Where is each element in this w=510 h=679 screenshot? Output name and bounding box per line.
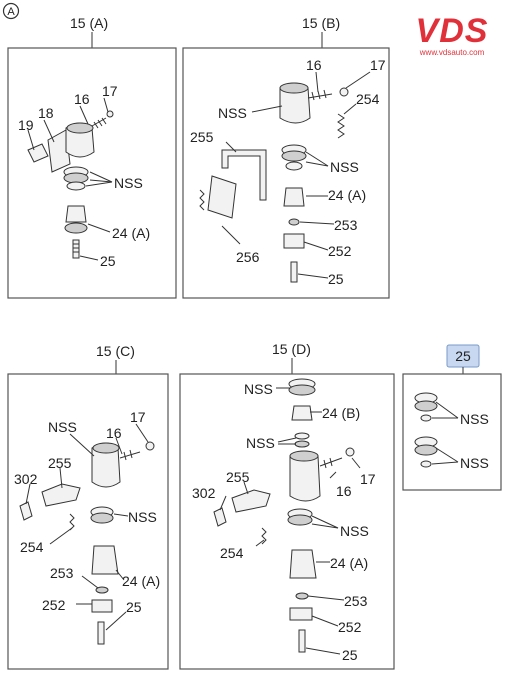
label-17: 17 bbox=[130, 409, 146, 425]
label-255: 255 bbox=[190, 129, 214, 145]
label-24a: 24 (A) bbox=[112, 225, 150, 241]
panel-15b: 15 (B) 16 17 NSS bbox=[182, 15, 390, 299]
label-16: 16 bbox=[336, 483, 352, 499]
label-25: 25 bbox=[328, 271, 344, 287]
seat-252 bbox=[91, 599, 113, 613]
panel-15a: 15 (A) 19 18 16 17 N bbox=[7, 15, 177, 299]
spring-254 bbox=[261, 527, 267, 545]
screw-16 bbox=[319, 457, 343, 469]
corner-mark-a: A bbox=[2, 2, 20, 25]
label-24a: 24 (A) bbox=[330, 555, 368, 571]
piston-24b bbox=[291, 405, 313, 421]
panel-15d-frame bbox=[179, 373, 395, 670]
label-nss-1: NSS bbox=[218, 105, 247, 121]
bolt-25 bbox=[298, 629, 306, 653]
label-255: 255 bbox=[48, 455, 72, 471]
panel-25-frame bbox=[402, 373, 502, 491]
label-255: 255 bbox=[226, 469, 250, 485]
piston-24a bbox=[283, 187, 305, 207]
label-nss-2: NSS bbox=[128, 509, 157, 525]
washer-253 bbox=[288, 218, 300, 226]
nut-17 bbox=[145, 441, 155, 451]
label-25: 25 bbox=[100, 253, 116, 269]
label-25: 25 bbox=[126, 599, 142, 615]
label-24b: 24 (B) bbox=[322, 405, 360, 421]
label-nss-1: NSS bbox=[244, 381, 273, 397]
label-nss-2: NSS bbox=[246, 435, 275, 451]
spring-254 bbox=[69, 513, 75, 531]
logo-site: www.vdsauto.com bbox=[419, 48, 485, 57]
screw-16 bbox=[119, 449, 141, 461]
label-19: 19 bbox=[18, 117, 34, 133]
logo-brand: VDS bbox=[415, 12, 489, 50]
label-253: 253 bbox=[334, 217, 358, 233]
label-nss: NSS bbox=[114, 175, 143, 191]
panel-15a-title: 15 (A) bbox=[70, 15, 108, 31]
label-nss-2: NSS bbox=[330, 159, 359, 175]
panel-15c-title: 15 (C) bbox=[96, 343, 135, 359]
label-252: 252 bbox=[42, 597, 66, 613]
label-24a: 24 (A) bbox=[328, 187, 366, 203]
label-256: 256 bbox=[236, 249, 260, 265]
bolt-25 bbox=[97, 621, 105, 645]
spring-254 bbox=[337, 113, 345, 139]
label-254: 254 bbox=[220, 545, 244, 561]
bolt-25 bbox=[72, 239, 80, 259]
bolt-302 bbox=[213, 507, 227, 527]
label-18: 18 bbox=[38, 105, 54, 121]
label-253: 253 bbox=[50, 565, 74, 581]
label-16: 16 bbox=[74, 91, 90, 107]
label-252: 252 bbox=[338, 619, 362, 635]
label-254: 254 bbox=[356, 91, 380, 107]
label-254: 254 bbox=[20, 539, 44, 555]
label-252: 252 bbox=[328, 243, 352, 259]
panel-15a-frame bbox=[7, 47, 177, 299]
label-16: 16 bbox=[106, 425, 122, 441]
piston-24a bbox=[289, 549, 317, 579]
panel-15d-title: 15 (D) bbox=[272, 341, 311, 357]
label-24a: 24 (A) bbox=[122, 573, 160, 589]
label-17: 17 bbox=[360, 471, 376, 487]
label-nss-1: NSS bbox=[460, 411, 489, 427]
piston-24a bbox=[91, 545, 119, 575]
panel-15d: 15 (D) NSS 24 (B) bbox=[179, 341, 395, 670]
screw-19 bbox=[27, 143, 49, 163]
label-nss-1: NSS bbox=[48, 419, 77, 435]
corner-mark-text: A bbox=[7, 6, 15, 18]
seat-252 bbox=[289, 607, 313, 621]
label-16: 16 bbox=[306, 57, 322, 73]
bolt-302 bbox=[19, 501, 33, 521]
washer-253 bbox=[95, 586, 109, 594]
washer-253 bbox=[295, 592, 309, 600]
screw-16 bbox=[307, 89, 333, 101]
label-nss-3: NSS bbox=[340, 523, 369, 539]
bracket-255 bbox=[41, 483, 81, 507]
label-253: 253 bbox=[344, 593, 368, 609]
panel-15c-frame bbox=[7, 373, 169, 670]
label-25: 25 bbox=[342, 647, 358, 663]
nut-17 bbox=[106, 110, 114, 118]
panel-15b-frame bbox=[182, 47, 390, 299]
label-nss-2: NSS bbox=[460, 455, 489, 471]
plate-256 bbox=[207, 175, 237, 219]
label-17: 17 bbox=[370, 57, 386, 73]
piston-24a bbox=[65, 205, 87, 223]
seat-252 bbox=[283, 233, 305, 249]
label-302: 302 bbox=[14, 471, 38, 487]
label-302: 302 bbox=[192, 485, 216, 501]
bracket-255 bbox=[231, 489, 271, 513]
panel-15c: 15 (C) NSS 16 17 302 255 NSS 254 253 bbox=[7, 343, 169, 670]
nut-17 bbox=[339, 87, 349, 97]
label-17: 17 bbox=[102, 83, 118, 99]
screw-16 bbox=[91, 117, 107, 129]
panel-25-title: 25 bbox=[455, 348, 471, 364]
nut-17 bbox=[345, 447, 355, 457]
bolt-25 bbox=[290, 261, 298, 283]
vds-logo: VDS www.vdsauto.com bbox=[402, 14, 502, 57]
bracket-255 bbox=[221, 149, 267, 201]
panel-15b-title: 15 (B) bbox=[302, 15, 340, 31]
panel-25: 25 NSS NSS bbox=[402, 344, 502, 491]
